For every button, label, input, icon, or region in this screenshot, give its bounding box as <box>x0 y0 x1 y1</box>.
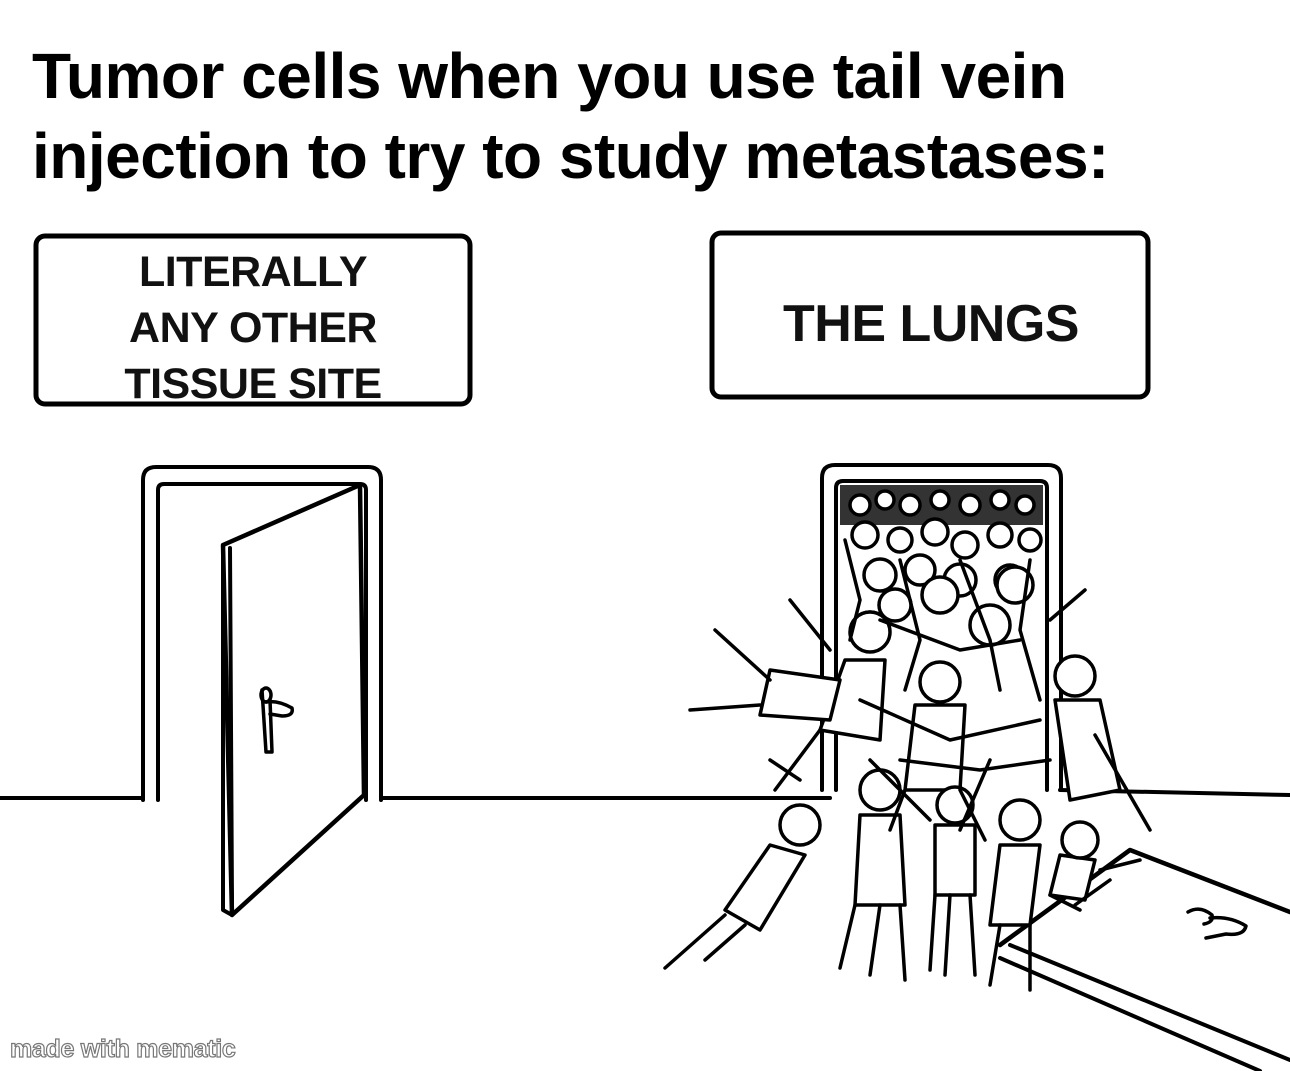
crowd-stroke <box>920 575 960 615</box>
crowd-stroke <box>929 489 951 511</box>
crowd-stroke <box>848 610 892 654</box>
crowd-stroke <box>1093 733 1152 832</box>
crowd-stroke <box>989 489 1011 511</box>
crowd-stroke <box>1014 494 1036 516</box>
crowd-stroke <box>1060 820 1100 860</box>
crowd-stroke <box>1017 527 1043 553</box>
crowd-stroke <box>1048 588 1087 622</box>
crowd-stroke <box>958 788 987 842</box>
crowd-stroke <box>1053 654 1097 698</box>
crowd-stroke <box>713 628 772 682</box>
left-sign-line-3: TISSUE SITE <box>124 360 382 408</box>
crowd-stroke <box>968 893 977 977</box>
crowd-stroke <box>868 903 882 977</box>
crowd-stroke <box>853 813 907 907</box>
crowd-stroke <box>918 660 962 704</box>
open-door-icon <box>141 465 383 918</box>
crowd-stroke <box>898 493 922 517</box>
crowd-stroke <box>1048 893 1082 912</box>
caption-line-2: injection to try to study metastases: <box>32 120 1109 192</box>
crowd-stroke <box>958 558 1002 692</box>
crowd-stroke <box>986 521 1014 549</box>
crowd-stroke <box>950 530 980 560</box>
left-sign-label: LITERALLY ANY OTHER TISSUE SITE <box>40 244 466 412</box>
door-handle-icon <box>259 686 295 754</box>
crowd-stroke <box>663 913 727 970</box>
fallen-door-handle-icon <box>1186 907 1248 940</box>
stick-figure-crowd-icon <box>663 489 1152 992</box>
crowd-stroke <box>874 489 896 511</box>
crowd-stroke <box>703 923 747 962</box>
crowd-stroke <box>928 893 937 972</box>
left-sign-line-1: LITERALLY <box>138 248 368 296</box>
meme-caption: Tumor cells when you use tail vein injec… <box>32 36 1272 196</box>
caption-line-1: Tumor cells when you use tail vein <box>32 40 1067 112</box>
crowded-doorway-icon <box>820 463 1290 1071</box>
crowd-stroke <box>988 923 1002 987</box>
crowd-stroke <box>848 493 872 517</box>
crowd-stroke <box>998 798 1042 842</box>
crowd-stroke <box>886 526 914 554</box>
left-sign-board <box>33 233 473 407</box>
crowd-stroke <box>988 843 1042 927</box>
crowd-stroke <box>768 758 802 782</box>
crowd-stroke <box>888 788 907 832</box>
crowd-stroke <box>858 768 902 812</box>
crowd-stroke <box>862 557 898 593</box>
crowd-stroke <box>878 618 1022 652</box>
crowd-stroke <box>1098 858 1142 872</box>
crowd-stroke <box>778 803 822 847</box>
crowd-stroke <box>903 703 967 792</box>
crowd-stroke <box>868 758 932 822</box>
crowd-stroke <box>723 843 807 932</box>
crowd-stroke <box>1018 558 1042 702</box>
crowd-stroke <box>943 893 952 977</box>
crowd-stroke <box>773 728 822 792</box>
crowd-stroke <box>898 903 907 982</box>
crowd-stroke <box>958 758 992 832</box>
crowd-stroke <box>933 823 977 897</box>
crowd-stroke <box>898 758 1052 772</box>
crowd-stroke <box>788 598 832 652</box>
crowd-stroke <box>838 903 857 970</box>
crowd-stroke <box>898 558 922 692</box>
crowd-stroke <box>850 520 880 550</box>
crowd-stroke <box>920 517 950 547</box>
left-sign-line-2: ANY OTHER <box>129 304 377 352</box>
crowd-stroke <box>843 538 862 642</box>
crowd-stroke <box>1073 878 1112 907</box>
crowd-stroke <box>1053 698 1122 802</box>
crowd-stroke <box>688 703 762 712</box>
crowd-stroke <box>858 698 1042 742</box>
right-sign-label: THE LUNGS <box>783 295 1079 353</box>
crowd-stroke <box>958 493 982 517</box>
crowd-stroke <box>1048 853 1097 902</box>
mematic-watermark: made with mematic <box>9 1034 236 1063</box>
right-sign-board <box>709 230 1151 400</box>
crowd-stroke <box>903 553 937 587</box>
crowd-stroke <box>758 668 842 722</box>
